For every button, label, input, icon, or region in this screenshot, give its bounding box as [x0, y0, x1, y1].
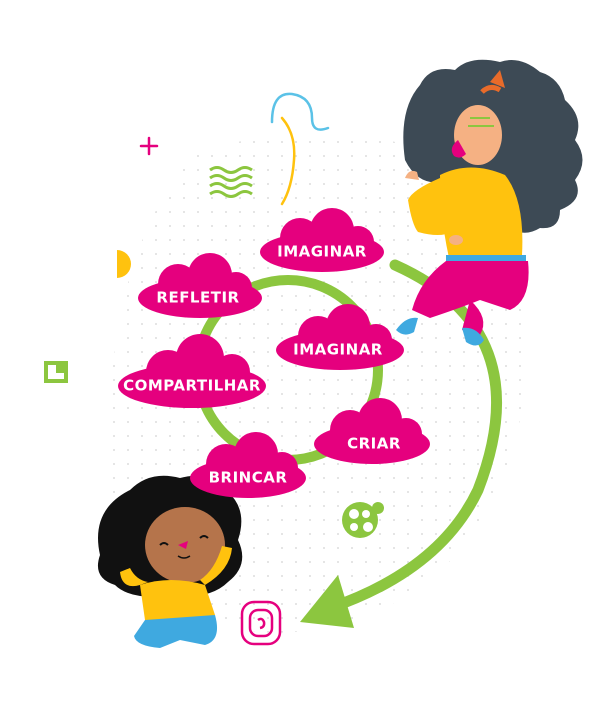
swoop-arrow — [324, 259, 502, 614]
child-figure — [97, 475, 243, 648]
half-circle-icon — [117, 250, 131, 278]
cloud-label: IMAGINAR — [277, 243, 367, 261]
cloud-imaginar-top: IMAGINAR — [260, 208, 384, 272]
plus-icon — [139, 136, 159, 156]
woman-face — [454, 105, 502, 165]
cloud-label: REFLETIR — [156, 289, 239, 307]
cloud-brincar: BRINCAR — [190, 432, 306, 498]
cloud-refletir: REFLETIR — [138, 253, 262, 318]
cloud-label: IMAGINAR — [293, 341, 383, 359]
woman-figure — [396, 59, 583, 346]
child-shirt — [140, 580, 215, 624]
corner-square-icon — [44, 361, 68, 383]
cloud-criar: CRIAR — [314, 398, 430, 464]
woman-pants — [412, 261, 529, 318]
cloud-label: CRIAR — [347, 435, 401, 453]
squiggle-icon — [270, 92, 330, 206]
cloud-imaginar-mid: IMAGINAR — [276, 304, 404, 370]
cloud-compartilhar: COMPARTILHAR — [118, 334, 266, 408]
child-pants — [134, 615, 218, 648]
cloud-label: BRINCAR — [209, 469, 288, 487]
cloud-label: COMPARTILHAR — [123, 377, 261, 395]
wave-lines-icon — [209, 166, 253, 198]
spiral-icon — [240, 600, 282, 646]
bubbles-icon — [342, 502, 384, 538]
arrow-head — [300, 575, 354, 628]
